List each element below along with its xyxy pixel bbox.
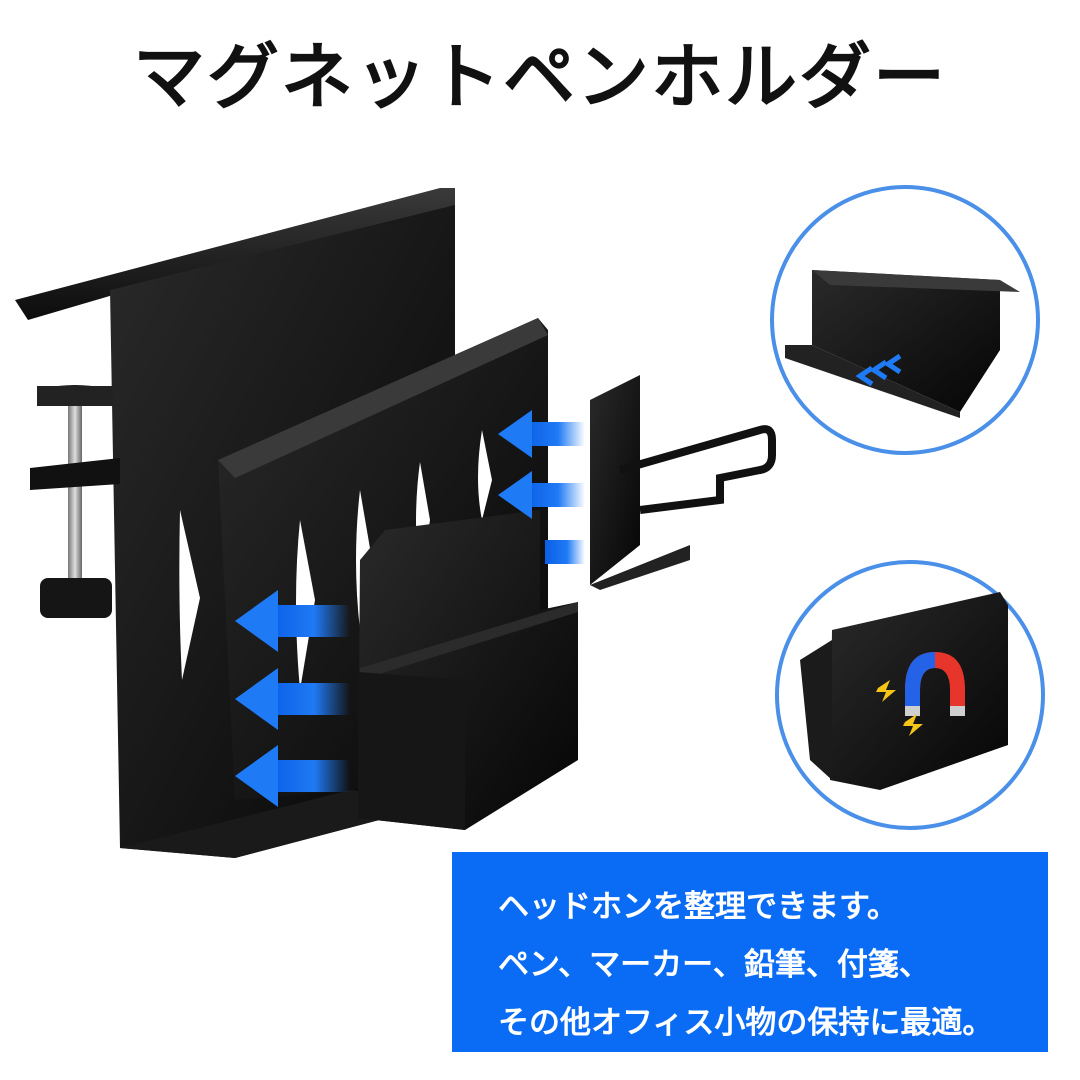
- description-line: その他オフィス小物の保持に最適。: [498, 1005, 994, 1041]
- desk-clamp: [30, 385, 120, 618]
- direction-arrows: [235, 410, 585, 807]
- magnet-icon: [876, 652, 965, 736]
- detail-circle-magnet: [775, 560, 1045, 830]
- arrow-chevrons-icon: [855, 353, 902, 387]
- pen-cup: [358, 510, 578, 830]
- arrow-left-icon: [235, 668, 350, 730]
- headphone-hook: [590, 375, 776, 590]
- arrow-left-icon: [235, 590, 350, 652]
- arrow-left-icon: [235, 745, 350, 807]
- description-line: ヘッドホンを整理できます。: [498, 889, 898, 925]
- description-line: ペン、マーカー、鉛筆、付箋、: [498, 947, 930, 983]
- arrow-left-icon: [498, 471, 585, 519]
- description-box: ヘッドホンを整理できます。 ペン、マーカー、鉛筆、付箋、 その他オフィス小物の保…: [452, 852, 1048, 1052]
- page-title: マグネットペンホルダー: [132, 34, 947, 119]
- arrow-left-icon: [545, 540, 585, 564]
- detail-circle-rail: [770, 185, 1040, 455]
- arrow-left-icon: [498, 410, 585, 458]
